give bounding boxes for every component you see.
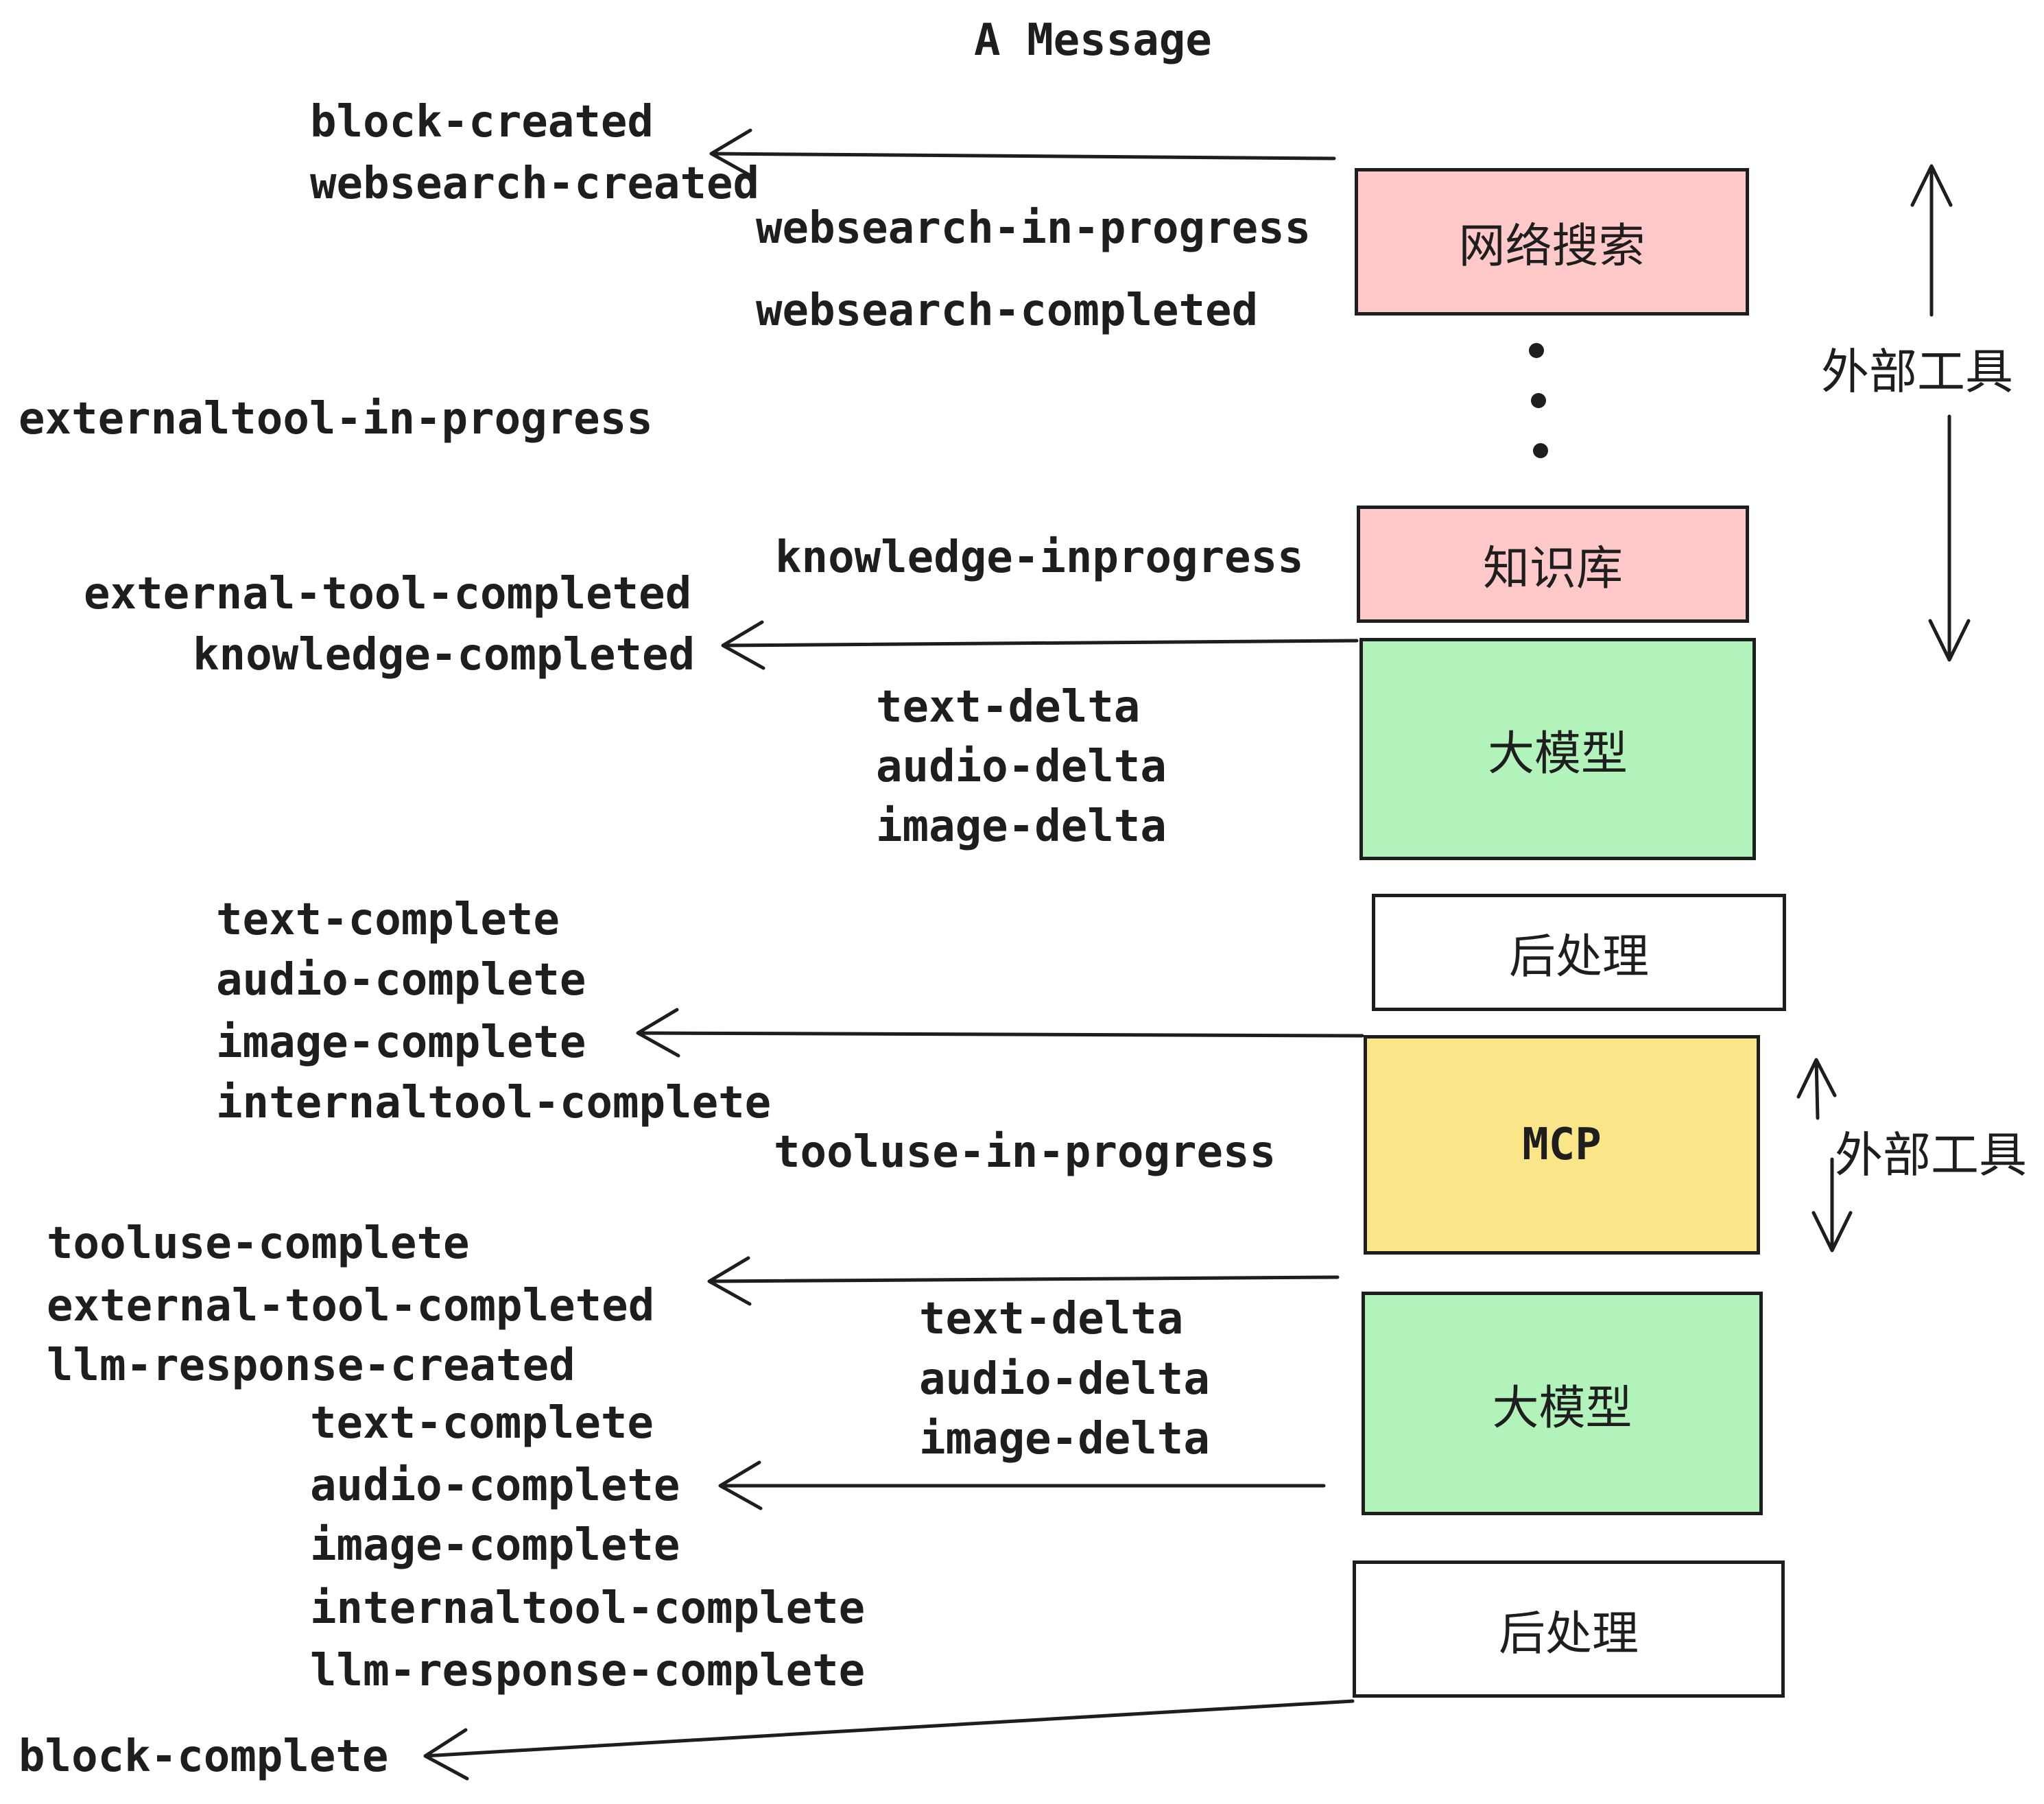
event-label-image-delta-1: image-delta (876, 801, 1167, 852)
down-arrow-external-tools-top (1928, 414, 1971, 662)
event-label-image-delta-2: image-delta (919, 1414, 1210, 1464)
event-label-externaltool-in-progress: externaltool-in-progress (19, 394, 653, 444)
event-label-knowledge-completed: knowledge-completed (193, 630, 696, 680)
box-postprocess-1-label: 后处理 (1508, 930, 1649, 984)
page-title: A Message (974, 15, 1212, 66)
event-label-internaltool-complete-1: internaltool-complete (216, 1078, 772, 1128)
side-label-external-tools-top: 外部工具 (1821, 344, 2013, 400)
event-label-text-delta-1: text-delta (876, 682, 1141, 733)
event-label-websearch-created: websearch-created (310, 158, 760, 209)
box-postprocess-2: 后处理 (1353, 1560, 1785, 1698)
arrow-to-tooluse-complete (707, 1256, 1340, 1306)
box-websearch-label: 网络搜索 (1458, 219, 1645, 274)
event-label-text-complete-2: text-complete (310, 1398, 654, 1449)
box-llm-2: 大模型 (1362, 1292, 1763, 1515)
box-websearch: 网络搜索 (1355, 168, 1749, 316)
event-label-audio-complete-2: audio-complete (310, 1460, 680, 1511)
event-label-audio-delta-2: audio-delta (919, 1354, 1210, 1405)
down-arrow-external-tools-mcp (1811, 1157, 1853, 1253)
ellipsis-dot (1531, 393, 1546, 408)
box-mcp-label: MCP (1522, 1119, 1602, 1170)
event-label-block-created: block-created (310, 97, 654, 147)
up-arrow-external-tools-mcp (1796, 1058, 1837, 1120)
box-knowledge: 知识库 (1357, 506, 1749, 623)
event-label-image-complete-2: image-complete (310, 1520, 680, 1571)
event-label-audio-delta-1: audio-delta (876, 741, 1167, 792)
arrow-to-block-created (709, 128, 1336, 178)
box-postprocess-1: 后处理 (1372, 894, 1786, 1011)
arrow-to-block-complete (423, 1699, 1355, 1781)
box-postprocess-2-label: 后处理 (1498, 1606, 1639, 1661)
event-label-tooluse-in-progress: tooluse-in-progress (774, 1127, 1276, 1178)
event-label-llm-response-complete: llm-response-complete (310, 1646, 866, 1696)
event-label-tooluse-complete: tooluse-complete (47, 1218, 470, 1269)
arrow-to-knowledge-completed (721, 620, 1359, 670)
ellipsis-dot (1533, 443, 1548, 458)
box-llm-1-label: 大模型 (1487, 726, 1628, 781)
event-label-websearch-in-progress: websearch-in-progress (756, 203, 1311, 254)
arrow-to-audio-complete (718, 1460, 1326, 1510)
event-label-text-delta-2: text-delta (919, 1294, 1184, 1344)
ellipsis-dot (1529, 343, 1544, 358)
side-label-external-tools-mcp: 外部工具 (1835, 1127, 2027, 1183)
box-mcp: MCP (1364, 1035, 1760, 1255)
event-label-knowledge-inprogress: knowledge-inprogress (775, 532, 1304, 583)
event-label-internaltool-complete-2: internaltool-complete (310, 1583, 866, 1634)
event-label-block-complete: block-complete (19, 1731, 389, 1782)
event-label-external-tool-completed: external-tool-completed (84, 569, 692, 619)
event-label-external-tool-completed-2: external-tool-completed (47, 1281, 655, 1331)
arrow-to-image-complete (636, 1008, 1364, 1058)
event-label-websearch-completed: websearch-completed (756, 285, 1259, 336)
event-label-llm-response-created: llm-response-created (47, 1340, 575, 1391)
event-label-audio-complete-1: audio-complete (216, 955, 586, 1006)
up-arrow-external-tools-top (1910, 164, 1953, 317)
box-llm-1: 大模型 (1359, 638, 1756, 860)
box-llm-2-label: 大模型 (1492, 1381, 1632, 1436)
event-label-image-complete-1: image-complete (216, 1017, 586, 1068)
box-knowledge-label: 知识库 (1482, 542, 1623, 596)
event-label-text-complete-1: text-complete (216, 894, 560, 945)
